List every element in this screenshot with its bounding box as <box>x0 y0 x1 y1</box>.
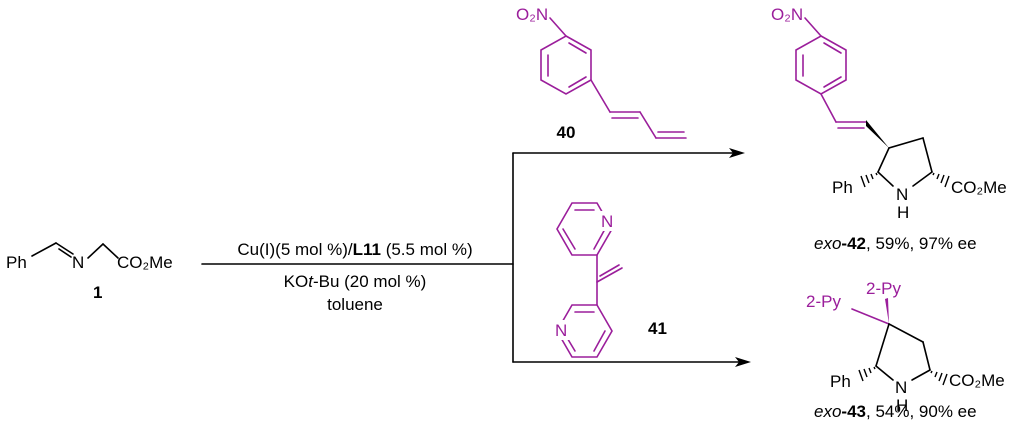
label-mask <box>598 211 618 231</box>
diene-bond <box>639 111 657 139</box>
ring-double-bond <box>823 42 842 54</box>
hash-bond-left <box>860 172 878 188</box>
ring-bond <box>877 171 894 187</box>
ring-bond <box>922 137 933 173</box>
reaction-conditions: Cu(I)(5 mol %)/L11 (5.5 mol %) KOt-Bu (2… <box>237 240 472 314</box>
hash-bond-left <box>858 366 876 382</box>
ring-nh-hydrogen: H <box>897 203 909 222</box>
ring-bond <box>875 323 890 367</box>
base-text: KOt-Bu (20 mol %) <box>284 272 427 291</box>
solvent-text: toluene <box>327 295 383 314</box>
phenyl-label: Ph <box>832 178 853 197</box>
ring-bond <box>888 323 924 343</box>
bond <box>804 17 822 37</box>
ring-bond <box>877 147 890 173</box>
ester-group: CO₂Me <box>117 253 173 272</box>
alkene-bond <box>596 267 623 283</box>
double-bond <box>58 248 72 258</box>
ring-double-bond <box>568 42 587 54</box>
bond <box>851 308 890 325</box>
benzene-ring <box>540 35 592 95</box>
bond <box>549 17 567 37</box>
ester-group: CO₂Me <box>951 178 1007 197</box>
bond <box>87 243 104 259</box>
ring-nh-hydrogen: H <box>896 396 908 415</box>
phenyl-label: Ph <box>6 253 27 272</box>
ring-double-bond <box>823 76 842 88</box>
ring-bond <box>875 365 894 381</box>
ring-double-bond <box>562 228 576 250</box>
reaction-arrow <box>201 148 751 367</box>
product-43: 2-Py 2-Py Ph N H CO₂Me exo-43, 54%, 90% … <box>806 279 1005 421</box>
compound-number-1: 1 <box>93 283 102 302</box>
ring-bond <box>888 137 924 149</box>
nitro-group: O₂N <box>516 5 548 24</box>
ring-double-bond <box>593 228 606 250</box>
ring-bond <box>912 171 933 187</box>
phenyl-label: Ph <box>830 372 851 391</box>
compound-number-40: 40 <box>557 123 576 142</box>
reagent-40: O₂N 40 <box>516 5 687 142</box>
hash-bond-right <box>932 172 950 188</box>
ester-group: CO₂Me <box>949 371 1005 390</box>
compound-number-41: 41 <box>648 319 667 338</box>
pyridyl-substituent-top: 2-Py <box>866 279 901 298</box>
ring-double-bond <box>568 76 587 88</box>
pyridine-ring-bottom <box>556 304 613 358</box>
ring-bond <box>911 369 931 381</box>
wedge-bond <box>885 298 889 324</box>
imine-nitrogen: N <box>72 253 84 272</box>
yield-label-42: exo-42, 59%, 97% ee <box>814 234 977 253</box>
product-42: O₂N Ph N H CO₂Me exo-42, 59%, <box>771 5 1007 253</box>
bond <box>31 242 57 257</box>
bond <box>820 93 837 123</box>
ring-bond <box>922 341 931 371</box>
ring-nitrogen: N <box>895 378 907 397</box>
alkene-double-bond <box>599 264 620 277</box>
label-mask <box>552 320 572 340</box>
arrow-head-upper <box>729 148 745 158</box>
nitro-group: O₂N <box>771 5 803 24</box>
bond <box>102 243 119 259</box>
bond <box>55 242 74 255</box>
ring-double-bond <box>593 330 606 352</box>
yield-label-43: exo-43, 54%, 90% ee <box>814 402 977 421</box>
catalyst-text: Cu(I)(5 mol %)/L11 (5.5 mol %) <box>237 240 472 259</box>
pyridine-nitrogen-bottom: N <box>555 321 567 340</box>
ring-nitrogen: N <box>896 185 908 204</box>
reagent-41: N N 41 <box>552 202 667 358</box>
wedge-bond <box>866 120 889 148</box>
hash-bond-right <box>930 370 948 386</box>
arrow-head-lower <box>735 357 751 367</box>
pyridine-nitrogen-top: N <box>601 212 613 231</box>
bond <box>590 79 611 113</box>
pyridyl-substituent-left: 2-Py <box>806 292 841 311</box>
reactant-1: Ph N CO₂Me 1 <box>6 242 173 302</box>
